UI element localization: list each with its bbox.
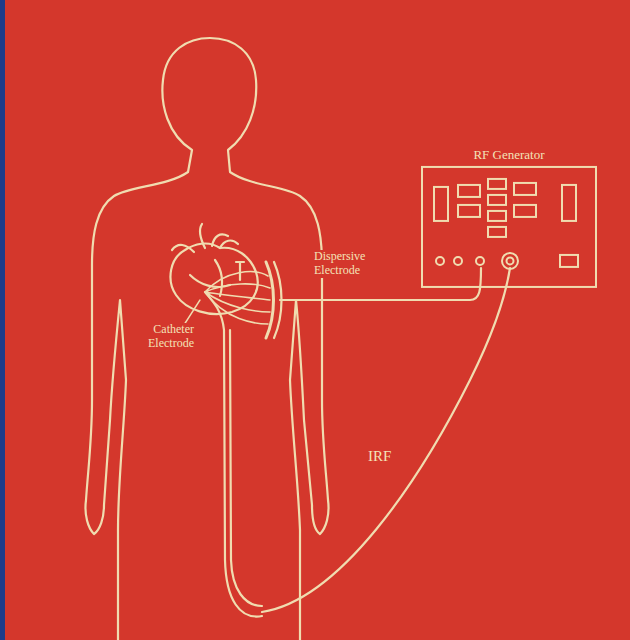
- panel-control: [458, 185, 480, 197]
- rf-cable: [262, 268, 510, 612]
- dispersive-electrode: [266, 262, 274, 338]
- output-jack-center: [507, 257, 514, 264]
- panel-control: [560, 255, 578, 267]
- panel-control: [488, 179, 506, 189]
- panel-control: [514, 205, 536, 217]
- jack: [454, 257, 462, 265]
- generator-outline: [420, 148, 598, 289]
- panel-control: [562, 185, 576, 221]
- output-jack: [502, 253, 518, 269]
- edge-band: [0, 0, 5, 640]
- panel-control: [488, 227, 506, 237]
- generator-title: RF Generator: [420, 148, 598, 163]
- sternum-mark: [236, 262, 244, 280]
- panel-control: [514, 183, 536, 195]
- panel-control: [488, 211, 506, 221]
- panel-control: [434, 187, 448, 221]
- current-path: [205, 272, 270, 324]
- electrode-label: Catheter Electrode: [126, 323, 196, 351]
- generator-panel: [422, 167, 596, 287]
- generator-case: [422, 167, 596, 287]
- panel-control: [458, 205, 480, 217]
- electrode-label: Dispersive Electrode: [312, 250, 396, 278]
- generator-box: RF Generator: [420, 148, 598, 289]
- jack: [476, 257, 484, 265]
- aorta: [172, 224, 238, 252]
- panel-control: [488, 195, 506, 205]
- current-label: IRF: [366, 448, 393, 465]
- body-outline: [85, 38, 328, 640]
- jack: [436, 257, 444, 265]
- catheter-sheath: [230, 330, 262, 606]
- catheter: [205, 292, 262, 617]
